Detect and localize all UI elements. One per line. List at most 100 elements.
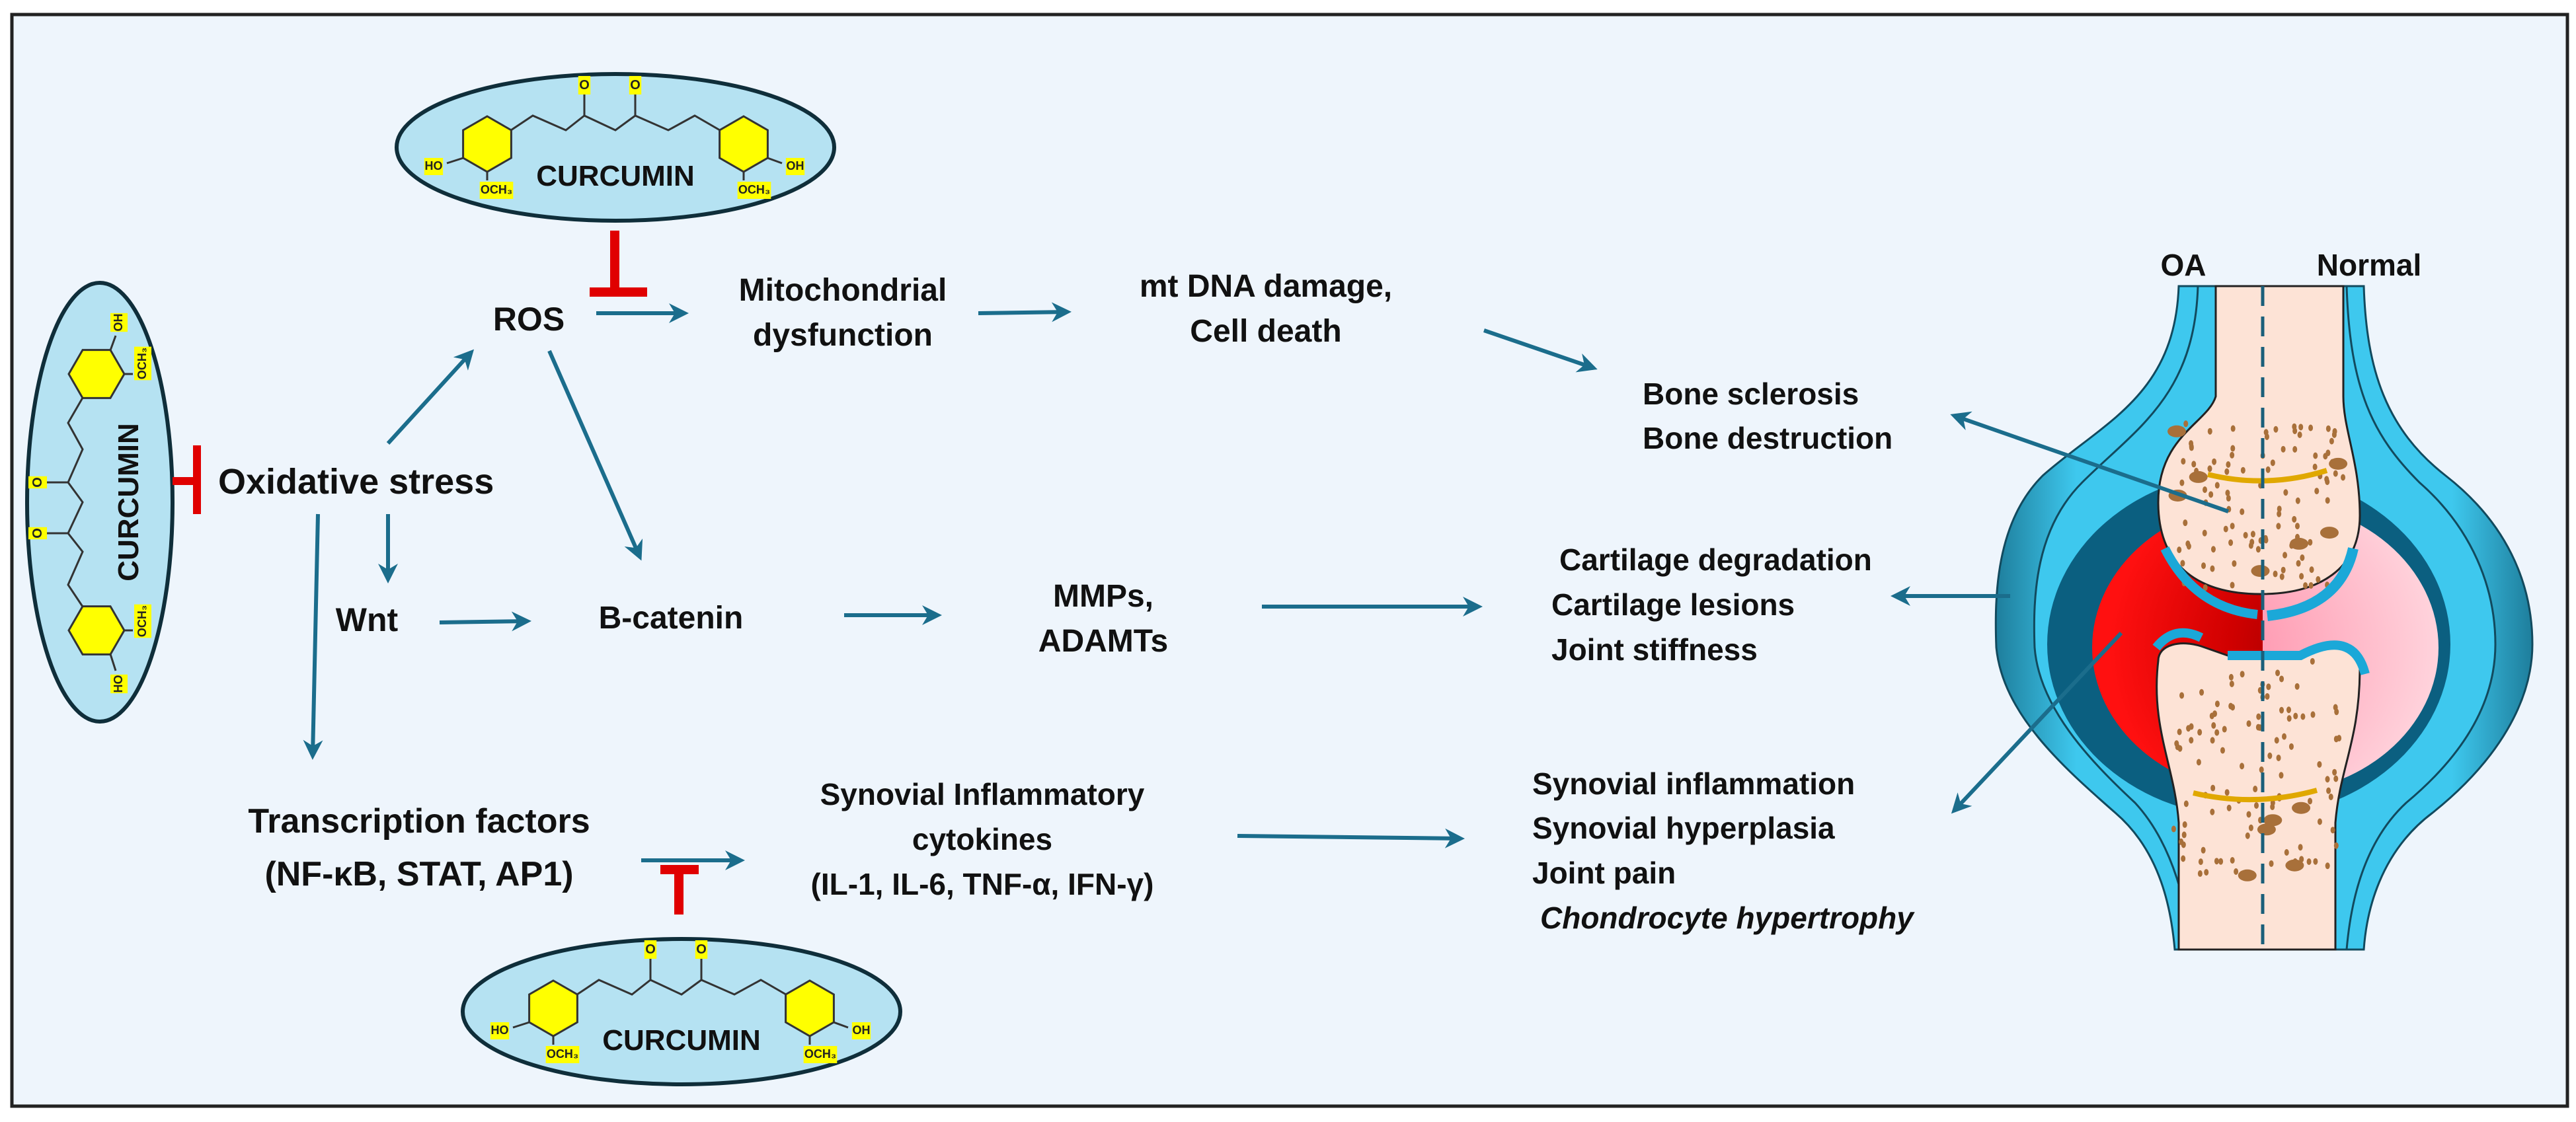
methoxy-label-highlight — [803, 1046, 838, 1063]
trabecula-dot — [2333, 842, 2339, 849]
trabecula-dot — [2284, 848, 2289, 856]
trabecula-dot — [2313, 452, 2318, 459]
node-wnt: Wnt — [336, 601, 399, 638]
trabecula-dot — [2331, 431, 2337, 438]
outcome-cartilage-3: Joint stiffness — [1551, 632, 1758, 667]
trabecula-dot — [2212, 458, 2217, 465]
bond — [767, 157, 783, 165]
trabecula-dot — [2199, 689, 2205, 696]
node-cyto-line1: Synovial Inflammatory — [820, 777, 1145, 811]
trabecula-dot — [2259, 766, 2264, 773]
trabecula-dot — [2325, 425, 2331, 432]
trabecula-dot — [2279, 706, 2284, 714]
trabecula-dot — [2314, 488, 2320, 495]
trabecula-dot — [2285, 859, 2304, 872]
trabecula-dot — [2297, 431, 2302, 439]
trabecula-dot — [2179, 479, 2185, 486]
trabecula-dot — [2309, 566, 2314, 574]
trabecula-dot — [2257, 823, 2276, 836]
hydroxyl-label-highlight — [785, 158, 805, 175]
trabecula-dot — [2228, 673, 2234, 681]
trabecula-dot — [2333, 704, 2338, 711]
trabecula-dot — [2293, 712, 2298, 720]
trabecula-dot — [2266, 683, 2271, 691]
trabecula-dot — [2191, 461, 2197, 468]
trabecula-dot — [2308, 798, 2313, 805]
trabecula-dot — [2177, 546, 2182, 554]
upper-bone — [2157, 285, 2361, 595]
normal-lower-cartilage — [2228, 640, 2370, 675]
trabecula-dot — [2197, 729, 2203, 736]
carbonyl-o-label-highlight — [629, 76, 642, 94]
lower-growth-plate — [2193, 788, 2318, 803]
trabecula-dot — [2230, 451, 2235, 459]
hydroxyl-label-highlight — [851, 1022, 871, 1039]
trabecula-dot — [2198, 858, 2203, 866]
trabecula-dot — [2189, 470, 2208, 483]
trabecula-dot — [2279, 772, 2284, 779]
trabecula-dot — [2270, 459, 2275, 467]
methoxy-label-highlight — [479, 182, 514, 199]
trabecula-dot — [2299, 856, 2304, 863]
methoxy-label: OCH₃ — [481, 183, 512, 196]
carbonyl-o-label: O — [645, 942, 656, 957]
trabecula-dot — [2226, 461, 2231, 468]
trabecula-dot — [2328, 793, 2333, 800]
trabecula-dot — [2246, 811, 2251, 818]
carbonyl-o-label-highlight — [695, 940, 708, 959]
heptadienone-chain — [67, 397, 84, 607]
trabecula-dot — [2341, 474, 2346, 481]
inhibition-ros — [590, 231, 647, 297]
trabecula-dot — [2174, 740, 2179, 747]
trabecula-dot — [2181, 855, 2186, 862]
trabecula-dot — [2317, 818, 2322, 825]
heptadienone-chain — [510, 114, 721, 131]
trabecula-dot — [2265, 692, 2270, 700]
trabecula-dot — [2245, 832, 2250, 839]
trabecula-dot — [2255, 546, 2261, 553]
heptadienone-chain — [576, 979, 787, 996]
methoxy-label-highlight — [134, 604, 151, 638]
node-oxidative-stress: Oxidative stress — [218, 462, 494, 502]
trabecula-dot — [2292, 445, 2298, 453]
trabecula-dot — [2333, 775, 2339, 782]
trabecula-dot — [2228, 702, 2234, 710]
trabecula-dot — [2286, 706, 2291, 714]
trabecula-dot — [2230, 581, 2235, 589]
trabecula-dot — [2243, 531, 2248, 539]
trabecula-dot — [2207, 465, 2212, 472]
trabecula-dot — [2214, 729, 2220, 736]
trabecula-dot — [2333, 470, 2338, 477]
trabecula-dot — [2303, 582, 2308, 589]
trabecula-dot — [2316, 576, 2321, 583]
trabecula-dot — [2282, 733, 2287, 740]
trabecula-dot — [2234, 868, 2239, 876]
upper-growth-plate — [2207, 468, 2328, 484]
trabecula-dot — [2273, 570, 2278, 578]
trabecula-dot — [2207, 428, 2212, 435]
trabecula-dot — [2296, 560, 2301, 567]
methoxy-label-highlight — [134, 346, 151, 381]
trabecula-dot — [2317, 761, 2322, 768]
arrow-joint-to-bone — [1950, 411, 2229, 513]
trabecula-dot — [2225, 489, 2230, 496]
trabecula-dot — [2177, 745, 2183, 752]
trabecula-dot — [2279, 675, 2284, 683]
trabecula-dot — [2248, 824, 2253, 831]
trabecula-dot — [2201, 846, 2206, 854]
trabecula-dot — [2253, 786, 2258, 793]
trabecula-dot — [2308, 539, 2313, 546]
trabecula-dot — [2255, 724, 2261, 731]
outcome-synovial-2: Synovial hyperplasia — [1532, 811, 1835, 845]
trabecula-dot — [2224, 468, 2230, 475]
arrow-cytokines-to-synovial — [1237, 828, 1465, 848]
bond — [833, 1021, 849, 1029]
trabecula-dot — [2210, 808, 2215, 815]
normal-label: Normal — [2317, 248, 2421, 282]
trabecula-dot — [2224, 789, 2230, 796]
arrow-oxidative-to-transcription — [303, 513, 323, 760]
trabecula-dot — [2181, 841, 2186, 848]
